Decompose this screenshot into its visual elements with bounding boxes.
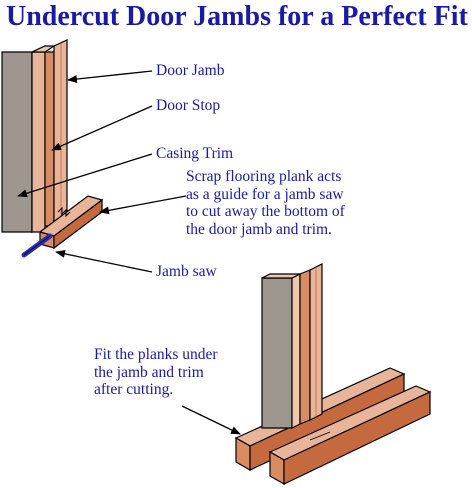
door-stop-part: [44, 51, 55, 227]
door-jamb-part: [53, 39, 68, 227]
arrow-scrap-plank: [99, 195, 187, 215]
note-scrap-plank: Scrap flooring plank acts as a guide for…: [186, 168, 345, 238]
leader-arrows: [17, 70, 241, 435]
door-jamb-assembly-top: [1, 39, 68, 233]
label-door-jamb: Door Jamb: [156, 62, 225, 79]
jamb-saw: [21, 233, 53, 258]
label-jamb-saw: Jamb saw: [156, 263, 217, 280]
note-fit-planks: Fit the planks under the jamb and trim a…: [94, 346, 218, 398]
door-jamb-assembly-bottom: [234, 263, 432, 486]
page-title: Undercut Door Jambs for a Perfect Fit: [6, 1, 468, 32]
arrow-casing-trim: [17, 153, 153, 198]
jamb-gray-face: [1, 51, 33, 233]
arrow-fit-planks: [181, 405, 241, 435]
label-casing-trim: Casing Trim: [156, 145, 234, 162]
arrow-door-stop: [51, 105, 153, 151]
casing-trim-front: [31, 51, 46, 233]
scrap-plank-guide: [38, 195, 104, 250]
label-door-stop: Door Stop: [156, 97, 221, 114]
arrow-jamb-saw: [55, 249, 153, 273]
arrow-door-jamb: [67, 70, 153, 84]
